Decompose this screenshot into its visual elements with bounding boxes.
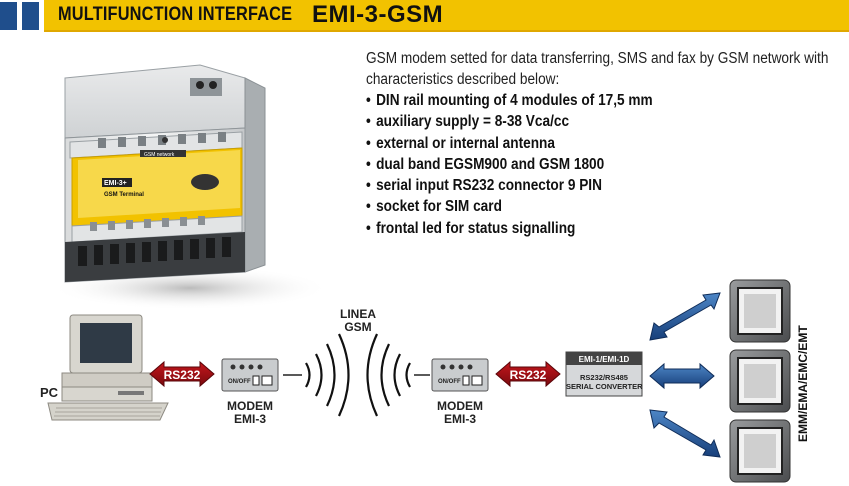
photo-label-top: GSM network — [144, 152, 175, 158]
feature-item: auxiliary supply = 8-38 Vca/cc — [366, 111, 788, 132]
modem-right-label-line2: EMI-3 — [443, 412, 476, 426]
modem-right-switch-label: ON/OFF — [438, 379, 461, 385]
modem-left-label: MODEM EMI-3 — [224, 400, 276, 426]
converter-label-line3: SERIAL CONVERTER — [566, 382, 643, 391]
network-label: LINEA GSM — [332, 308, 384, 334]
header-title: MULTIFUNCTION INTERFACE — [58, 4, 293, 25]
pc-computer-icon — [47, 314, 169, 421]
modem-right-label-line1: MODEM — [437, 399, 483, 413]
description-intro: GSM modem setted for data transferring, … — [366, 50, 829, 88]
rs232-arrow-right — [495, 360, 561, 388]
device-middle-icon — [729, 349, 791, 413]
rs485-arrows — [649, 292, 721, 458]
device-top-icon — [729, 279, 791, 343]
product-photo: GSM network EMI-3+ GSM Terminal — [50, 64, 330, 310]
feature-item: socket for SIM card — [366, 196, 788, 217]
feature-item: DIN rail mounting of 4 modules of 17,5 m… — [366, 90, 788, 111]
feature-item: external or internal antenna — [366, 133, 788, 154]
signal-waves-left — [305, 333, 350, 417]
modem-left-icon — [221, 358, 279, 392]
header-yellow-band — [44, 0, 849, 32]
network-label-line1: LINEA — [340, 307, 376, 321]
converter-label-title: EMI-1/EMI-1D — [578, 355, 630, 364]
modem-left-switch-label: ON/OFF — [228, 379, 251, 385]
serial-converter-icon — [565, 351, 643, 397]
pc-label: PC — [40, 385, 59, 400]
header-square-1 — [0, 2, 17, 30]
converter-label: RS232/RS485 SERIAL CONVERTER — [566, 373, 643, 391]
modem-right-icon — [431, 358, 489, 392]
feature-item: frontal led for status signalling — [366, 218, 788, 239]
header-model: EMI-3-GSM — [312, 1, 444, 28]
rs232-arrow-left — [149, 360, 215, 388]
connection-diagram — [47, 279, 791, 483]
network-label-line2: GSM — [344, 320, 372, 334]
modem-left-label-line2: EMI-3 — [233, 412, 266, 426]
rs232-label-left: RS232 — [163, 368, 201, 382]
feature-item: serial input RS232 connector 9 PIN — [366, 175, 788, 196]
modem-right-label: MODEM EMI-3 — [434, 400, 486, 426]
signal-waves-right — [366, 333, 411, 417]
photo-label-model: EMI-3+ — [104, 180, 127, 187]
devices-label: EMM/EMA/EMC/EMT — [796, 325, 810, 442]
header-square-2 — [22, 2, 39, 30]
converter-label-line2: RS232/RS485 — [580, 373, 628, 382]
feature-list: DIN rail mounting of 4 modules of 17,5 m… — [366, 90, 788, 239]
photo-label-sub: GSM Terminal — [104, 192, 144, 198]
feature-item: dual band EGSM900 and GSM 1800 — [366, 154, 788, 175]
description-block: GSM modem setted for data transferring, … — [366, 48, 828, 239]
header-bar: MULTIFUNCTION INTERFACE EMI-3-GSM — [0, 0, 849, 32]
rs232-label-right: RS232 — [509, 368, 547, 382]
device-bottom-icon — [729, 419, 791, 483]
modem-left-label-line1: MODEM — [227, 399, 273, 413]
